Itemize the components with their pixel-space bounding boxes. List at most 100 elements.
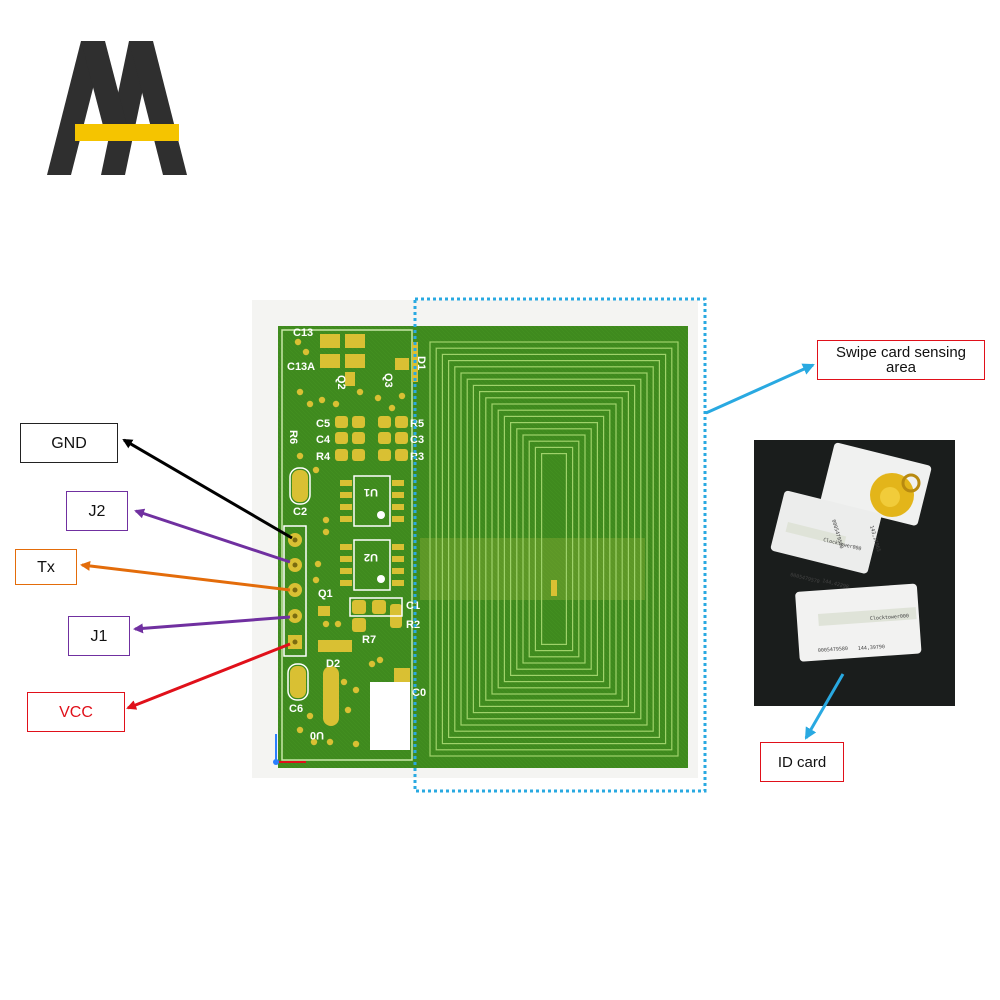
pad-d2 xyxy=(318,640,352,652)
key-fob-center xyxy=(880,487,900,507)
sil-d2: D2 xyxy=(326,658,340,670)
via xyxy=(306,400,314,408)
coil-turn xyxy=(497,409,611,689)
pad-c1-a xyxy=(352,600,366,614)
outline-header xyxy=(283,525,307,657)
via xyxy=(340,678,348,686)
sil-c3: C3 xyxy=(410,434,424,446)
pad-r4-b xyxy=(352,449,365,461)
via xyxy=(294,338,302,346)
sil-r6: R6 xyxy=(287,430,299,444)
logo-yellow-bar xyxy=(75,124,179,141)
pad-r5-a xyxy=(378,416,391,428)
component-area-border xyxy=(281,329,413,761)
pad-r4-a xyxy=(335,449,348,461)
pad-c6 xyxy=(290,666,306,698)
vcc-label: VCC xyxy=(27,692,125,732)
pad-u0 xyxy=(323,666,339,726)
coil-turn xyxy=(472,384,636,714)
via xyxy=(356,388,364,396)
pad-q3 xyxy=(395,358,409,370)
pad-u2-2 xyxy=(340,556,352,562)
pad-q1 xyxy=(318,606,330,616)
coil-turn xyxy=(435,347,673,751)
pad-u1-2 xyxy=(340,492,352,498)
coil-turn xyxy=(516,428,592,670)
sil-d1: D1 xyxy=(415,356,427,370)
coil-turn xyxy=(454,366,654,732)
brand-logo xyxy=(47,41,187,175)
coil-turn xyxy=(540,453,567,646)
sil-c5: C5 xyxy=(316,418,330,430)
silkscreen-outlines xyxy=(283,467,403,701)
vias xyxy=(294,338,406,748)
via xyxy=(332,400,340,408)
via xyxy=(322,620,330,628)
via xyxy=(374,394,382,402)
coil-turn xyxy=(460,372,648,726)
header-pins xyxy=(288,533,302,649)
card3-brand: Clocktower000 xyxy=(870,613,909,622)
pad-u2-1 xyxy=(340,544,352,550)
coil-turn xyxy=(429,341,679,757)
pad-r5-b xyxy=(395,416,408,428)
j1-arrow xyxy=(133,615,291,634)
id-card-photo: 0005479590 143,27965 0005479570 144,4229… xyxy=(754,440,955,706)
key-fob-ring xyxy=(901,473,921,493)
pin-j1-hole xyxy=(292,613,298,619)
pad-c4-a xyxy=(335,432,348,444)
j1-label: J1 xyxy=(68,616,130,656)
sil-c6: C6 xyxy=(289,703,303,715)
sil-r4: R4 xyxy=(316,451,331,463)
coil-turn xyxy=(448,360,661,738)
sil-c2: C2 xyxy=(293,506,307,518)
via xyxy=(312,576,320,584)
sil-c4: C4 xyxy=(316,434,331,446)
pad-u2-7 xyxy=(392,568,404,574)
outline-c1 xyxy=(349,597,403,617)
via xyxy=(314,560,322,568)
sil-r7: R7 xyxy=(362,634,376,646)
tx-label: Tx xyxy=(15,549,77,585)
sil-u1: U1 xyxy=(364,486,378,498)
sil-q1: Q1 xyxy=(318,588,333,600)
pad-c13-a xyxy=(320,334,340,348)
via xyxy=(398,392,406,400)
coil-terminal xyxy=(551,580,557,596)
pad-c13-b xyxy=(345,334,365,348)
pad-u1-5 xyxy=(392,480,404,486)
u0-white-block xyxy=(370,682,410,750)
sensing-area-outline xyxy=(413,297,707,793)
pad-u2-6 xyxy=(392,556,404,562)
via xyxy=(352,686,360,694)
pin-tx-hole xyxy=(292,587,298,593)
pad-u1-8 xyxy=(392,516,404,522)
via xyxy=(306,712,314,720)
pad-u1-4 xyxy=(340,516,352,522)
id-card-label: ID card xyxy=(760,742,844,782)
sil-u0: U0 xyxy=(310,729,324,741)
coil-turn xyxy=(441,353,667,745)
pad-c3-b xyxy=(395,432,408,444)
sensing-area-label: Swipe card sensing area xyxy=(817,340,985,380)
via xyxy=(352,740,360,748)
pad-c0-a xyxy=(394,668,410,684)
pad-c13a-a xyxy=(320,354,340,368)
photo-card-3-sticker xyxy=(818,607,917,626)
pin-vcc-hole xyxy=(292,639,298,645)
via xyxy=(312,466,320,474)
pad-c13a-b xyxy=(345,354,365,368)
gnd-arrow xyxy=(122,438,293,540)
u1-pin1-mark xyxy=(377,511,385,519)
pad-c2 xyxy=(292,470,308,502)
pad-c5-b xyxy=(352,416,365,428)
sil-r5: R5 xyxy=(410,418,424,430)
logo-left-inner xyxy=(81,41,131,141)
coil-turn xyxy=(485,397,623,701)
j2-label: J2 xyxy=(66,491,128,531)
via xyxy=(296,452,304,460)
sil-r3: R3 xyxy=(410,451,424,463)
logo-right-stroke xyxy=(129,41,187,175)
u2-pin1-mark xyxy=(377,575,385,583)
